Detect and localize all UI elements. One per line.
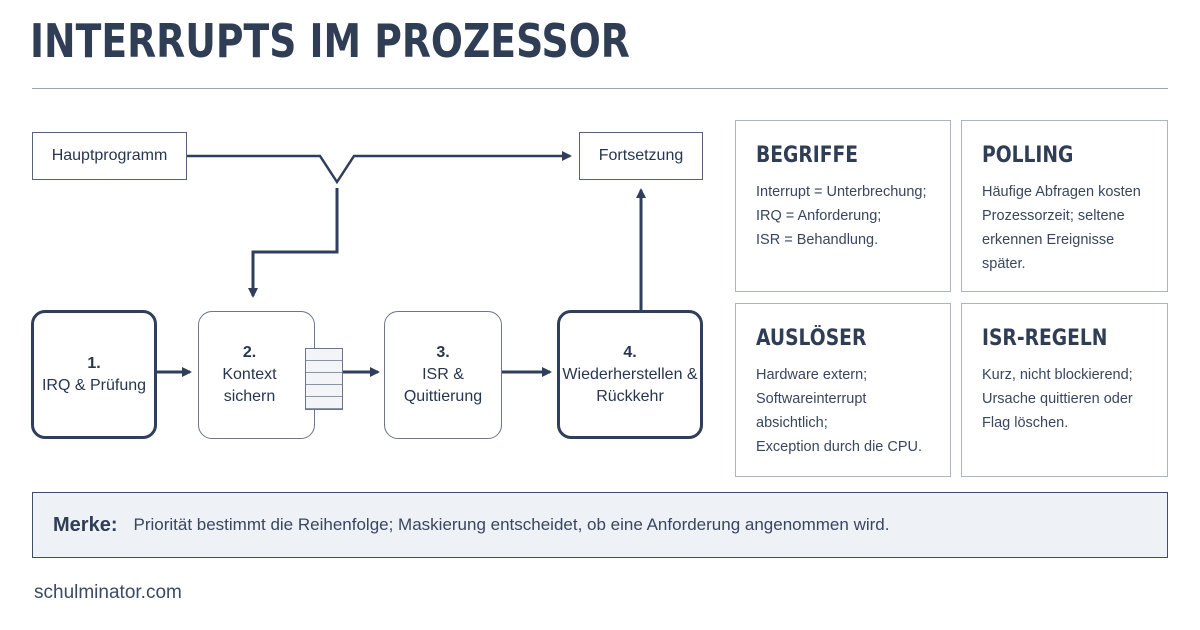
step-2-box: 2. Kontext sichern (198, 311, 315, 439)
step-3-line1: ISR & (422, 366, 464, 383)
step-4-line1: Wiederherstellen & (562, 365, 698, 383)
step-3-line2: Quittierung (403, 388, 483, 405)
step-4-box: 4. Wiederherstellen & Rückkehr (557, 310, 703, 439)
card-heading: POLLING (982, 143, 1074, 168)
card-line: Interrupt = Unterbrechung; (756, 184, 927, 200)
step-1-number: 1. (87, 354, 101, 372)
remember-note: Merke: Priorität bestimmt die Reihenfolg… (32, 492, 1168, 558)
card-line: Softwareinterrupt absichtlich; (756, 391, 867, 431)
card-heading: AUSLÖSER (756, 326, 867, 351)
continuation-label: Fortsetzung (598, 147, 684, 164)
note-label: Merke: (53, 513, 118, 536)
card-line: Ursache quittieren oder (982, 391, 1133, 407)
card-line: erkennen Ereignisse später. (982, 232, 1115, 272)
card-line: ISR = Behandlung. (756, 232, 879, 248)
card-line: Exception durch die CPU. (756, 439, 923, 455)
card-line: Häufige Abfragen kosten (982, 184, 1141, 200)
page-title: INTERRUPTS IM PROZESSOR (30, 14, 630, 68)
card-line: IRQ = Anforderung; (756, 208, 882, 224)
step-2-number: 2. (242, 344, 257, 361)
card-polling: POLLING Häufige Abfragen kosten Prozesso… (961, 120, 1168, 292)
step-1-line1: IRQ & Prüfung (41, 376, 147, 394)
step-2-line1: Kontext (222, 366, 277, 383)
card-ausloeser: AUSLÖSER Hardware extern; Softwareinterr… (735, 303, 951, 477)
step-2-line2: sichern (223, 388, 276, 405)
step-4-line2: Rückkehr (596, 387, 664, 405)
step-3-box: 3. ISR & Quittierung (384, 311, 502, 439)
footer-brand: schulminator.com (34, 582, 182, 603)
card-line: Kurz, nicht blockierend; (982, 367, 1133, 383)
main-program-box: Hauptprogramm (32, 132, 187, 180)
interrupt-branch-arrow (248, 188, 339, 298)
step-4-number: 4. (623, 343, 637, 361)
main-program-label: Hauptprogramm (51, 147, 168, 164)
step-1-box: 1. IRQ & Prüfung (31, 310, 157, 439)
card-isr-regeln: ISR-REGELN Kurz, nicht blockierend; Ursa… (961, 303, 1168, 477)
title-divider (32, 88, 1168, 89)
main-program-line (187, 151, 572, 185)
note-text: Priorität bestimmt die Reihenfolge; Mask… (133, 515, 890, 534)
step-3-number: 3. (436, 344, 450, 361)
card-line: Hardware extern; (756, 367, 868, 383)
continuation-box: Fortsetzung (579, 132, 703, 180)
stack-memory-icon (305, 348, 343, 410)
card-heading: ISR-REGELN (982, 326, 1108, 351)
card-begriffe: BEGRIFFE Interrupt = Unterbrechung; IRQ … (735, 120, 951, 292)
card-heading: BEGRIFFE (756, 143, 859, 168)
card-line: Prozessorzeit; seltene (982, 208, 1125, 224)
card-line: Flag löschen. (982, 415, 1069, 431)
